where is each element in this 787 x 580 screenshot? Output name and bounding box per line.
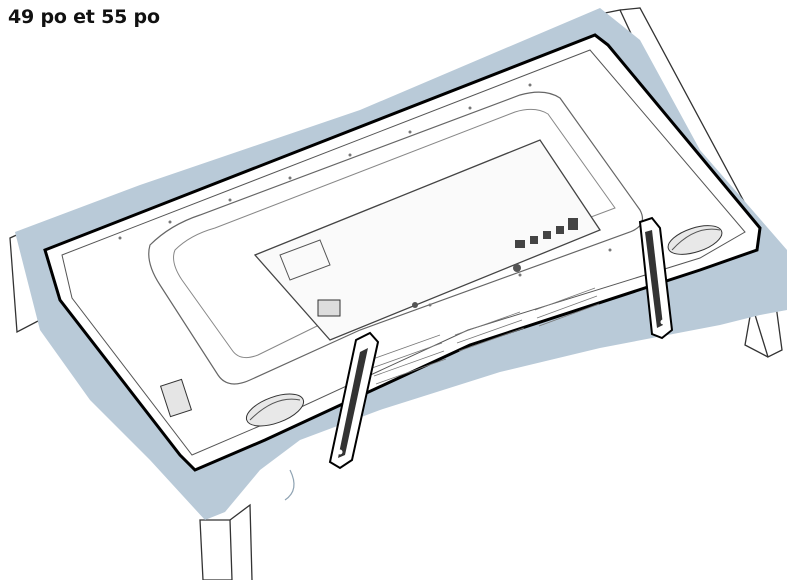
tv-back-panel [43, 33, 762, 472]
stand-leg-right [638, 216, 674, 340]
speaker-right [667, 225, 723, 255]
figure-title: 49 po et 55 po [8, 6, 160, 28]
power-port [317, 299, 341, 317]
side-buttons [159, 378, 193, 418]
speaker-left [245, 393, 305, 427]
stand-leg-left [328, 331, 380, 470]
io-ports [515, 218, 578, 248]
table-leg-front [199, 519, 233, 580]
